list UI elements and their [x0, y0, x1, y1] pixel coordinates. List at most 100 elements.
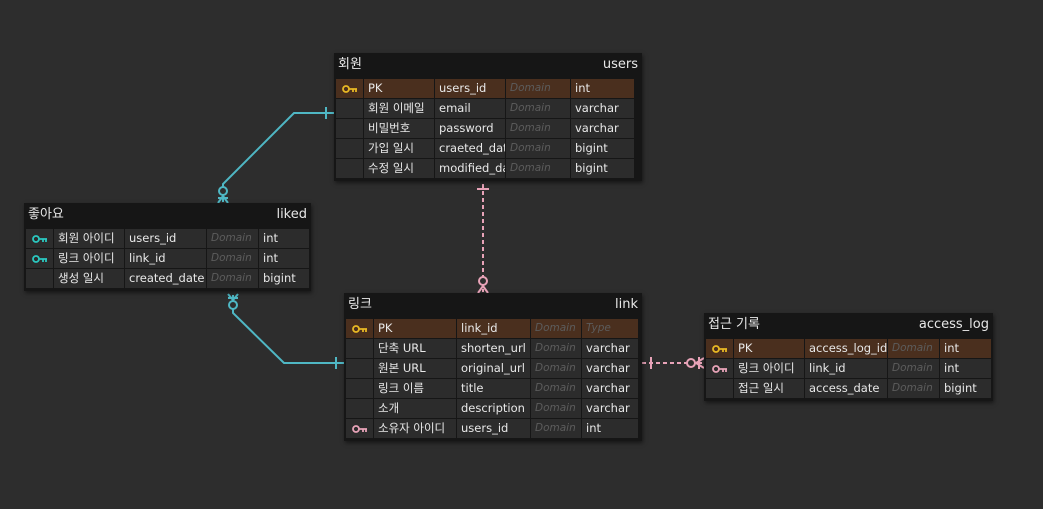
logical-name-cell[interactable]: 비밀번호	[364, 119, 434, 138]
column-name-cell[interactable]: access_date	[805, 379, 887, 398]
column-name-cell[interactable]: password	[435, 119, 505, 138]
column-name-cell[interactable]: link_id	[125, 249, 206, 268]
column-name-cell[interactable]: craeted_date	[435, 139, 505, 158]
data-type-cell[interactable]: int	[940, 339, 991, 358]
column-name-cell[interactable]: access_log_id	[805, 339, 887, 358]
table-logical-name: 링크	[348, 297, 372, 312]
data-type-cell[interactable]: varchar	[582, 379, 638, 398]
data-type-cell[interactable]: bigint	[940, 379, 991, 398]
column-name-cell[interactable]: link_id	[457, 319, 530, 338]
logical-name-cell[interactable]: 접근 일시	[734, 379, 804, 398]
domain-cell[interactable]: Domain	[888, 379, 939, 398]
logical-name-cell[interactable]: 회원 이메일	[364, 99, 434, 118]
logical-name-cell[interactable]: 회원 아이디	[54, 229, 124, 248]
logical-name-cell[interactable]: PK	[364, 79, 434, 98]
relation-link-liked[interactable]	[227, 293, 344, 369]
column-name-cell[interactable]: original_url	[457, 359, 530, 378]
logical-name-cell[interactable]: 링크 아이디	[734, 359, 804, 378]
logical-name-cell[interactable]: 링크 아이디	[54, 249, 124, 268]
table-logical-name: 회원	[338, 57, 362, 72]
domain-cell[interactable]: Domain	[888, 339, 939, 358]
data-type-cell[interactable]: int	[259, 229, 309, 248]
column-name-cell[interactable]: link_id	[805, 359, 887, 378]
logical-name-cell[interactable]: 원본 URL	[374, 359, 456, 378]
data-type-cell[interactable]: int	[940, 359, 991, 378]
table-header[interactable]: 링크 link	[344, 293, 642, 317]
domain-cell[interactable]: Domain	[506, 119, 570, 138]
domain-cell[interactable]: Domain	[506, 99, 570, 118]
data-type-cell[interactable]: bigint	[571, 159, 634, 178]
domain-cell[interactable]: Domain	[531, 399, 581, 418]
column-name-cell[interactable]: modified_date	[435, 159, 505, 178]
data-type-cell[interactable]: int	[582, 419, 638, 438]
logical-name-cell[interactable]: 소유자 아이디	[374, 419, 456, 438]
table-header[interactable]: 좋아요 liked	[24, 203, 311, 227]
logical-name-cell[interactable]: 가입 일시	[364, 139, 434, 158]
column-name-cell[interactable]: users_id	[125, 229, 206, 248]
key-cell	[336, 119, 363, 138]
domain-cell[interactable]: Domain	[531, 339, 581, 358]
data-type-cell[interactable]: bigint	[571, 139, 634, 158]
column-name-cell[interactable]: users_id	[457, 419, 530, 438]
table-header[interactable]: 접근 기록 access_log	[704, 313, 993, 337]
data-type-cell[interactable]: Type	[582, 319, 638, 338]
column-name-cell[interactable]: users_id	[435, 79, 505, 98]
domain-cell[interactable]: Domain	[531, 319, 581, 338]
data-type-cell[interactable]: int	[259, 249, 309, 268]
logical-name-cell[interactable]: 소개	[374, 399, 456, 418]
domain-cell[interactable]: Domain	[531, 419, 581, 438]
domain-cell[interactable]: Domain	[888, 359, 939, 378]
relation-users-liked[interactable]	[217, 107, 334, 204]
data-type-cell[interactable]: varchar	[582, 399, 638, 418]
data-type-cell[interactable]: varchar	[582, 339, 638, 358]
logical-name-cell[interactable]: PK	[734, 339, 804, 358]
domain-cell[interactable]: Domain	[207, 249, 258, 268]
domain-cell[interactable]: Domain	[207, 229, 258, 248]
domain-cell[interactable]: Domain	[506, 79, 570, 98]
data-type-cell[interactable]: varchar	[571, 119, 634, 138]
domain-cell[interactable]: Domain	[506, 139, 570, 158]
logical-name-cell[interactable]: 링크 이름	[374, 379, 456, 398]
column-name-cell[interactable]: created_date	[125, 269, 206, 288]
domain-cell[interactable]: Domain	[207, 269, 258, 288]
column-name-cell[interactable]: description	[457, 399, 530, 418]
table-header[interactable]: 회원 users	[334, 53, 642, 77]
data-type-cell[interactable]: varchar	[571, 99, 634, 118]
column-name-cell[interactable]: email	[435, 99, 505, 118]
logical-name-cell[interactable]: PK	[374, 319, 456, 338]
column-name-cell[interactable]: shorten_url	[457, 339, 530, 358]
domain-cell[interactable]: Domain	[531, 359, 581, 378]
relation-users-link[interactable]	[477, 184, 489, 294]
data-type-cell[interactable]: bigint	[259, 269, 309, 288]
relation-link-access-log[interactable]	[642, 357, 705, 369]
domain-cell[interactable]: Domain	[531, 379, 581, 398]
logical-name-cell[interactable]: 수정 일시	[364, 159, 434, 178]
data-type-cell[interactable]: varchar	[582, 359, 638, 378]
column-name-cell[interactable]: title	[457, 379, 530, 398]
logical-name-cell[interactable]: 생성 일시	[54, 269, 124, 288]
data-type-cell[interactable]: int	[571, 79, 634, 98]
domain-cell[interactable]: Domain	[506, 159, 570, 178]
logical-name-cell[interactable]: 단축 URL	[374, 339, 456, 358]
